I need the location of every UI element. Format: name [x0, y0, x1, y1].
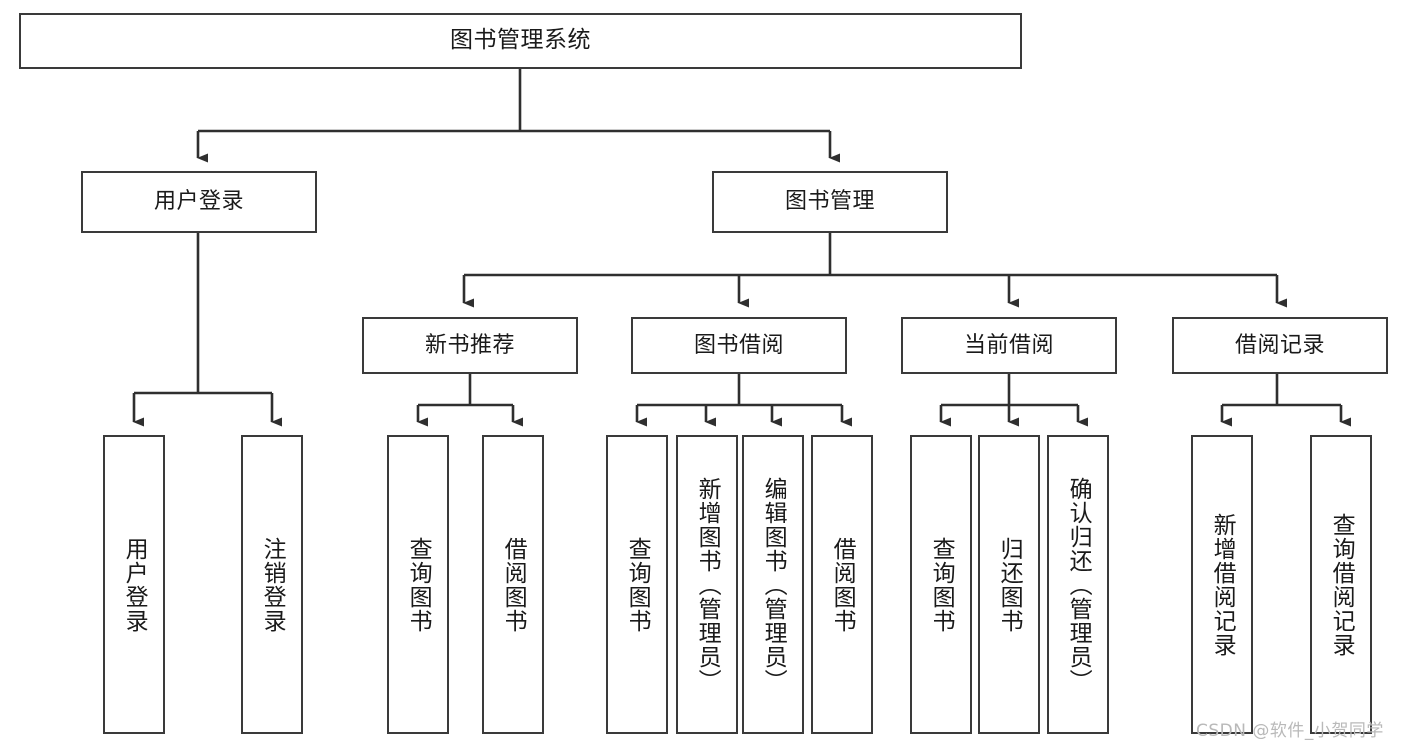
- node-borrow-record[interactable]: 借阅记录: [1172, 317, 1388, 374]
- node-label: 查询借阅记录: [1328, 512, 1355, 657]
- connector-group-new-book: [416, 374, 523, 427]
- node-root-system[interactable]: 图书管理系统: [19, 13, 1022, 69]
- node-label: 借阅图书: [500, 536, 527, 633]
- node-label: 查询图书: [405, 536, 432, 633]
- node-label: 新增图书（管理员）: [694, 476, 721, 693]
- connector-group-current-borrow: [939, 374, 1088, 427]
- node-label: 图书借阅: [693, 332, 784, 358]
- node-leaf-add-record[interactable]: 新增借阅记录: [1191, 435, 1253, 734]
- node-leaf-borrow-book-2[interactable]: 借阅图书: [811, 435, 873, 734]
- node-label: 当前借阅: [963, 332, 1054, 358]
- node-label: 编辑图书（管理员）: [760, 476, 787, 693]
- node-leaf-confirm-return[interactable]: 确认归还（管理员）: [1047, 435, 1109, 734]
- node-label: 图书管理: [784, 189, 875, 215]
- node-book-manage[interactable]: 图书管理: [712, 171, 948, 233]
- connector-group-book-manage: [462, 233, 1287, 308]
- node-label: 新书推荐: [424, 332, 515, 358]
- node-leaf-user-login[interactable]: 用户登录: [103, 435, 165, 734]
- node-current-borrow[interactable]: 当前借阅: [901, 317, 1117, 374]
- node-label: 借阅图书: [829, 536, 856, 633]
- node-label: 查询图书: [624, 536, 651, 633]
- node-label: 图书管理系统: [450, 27, 591, 54]
- connector-group-root: [196, 69, 840, 163]
- connector-group-user-login: [132, 233, 282, 427]
- node-label: 注销登录: [259, 536, 286, 633]
- node-leaf-query-book-3[interactable]: 查询图书: [910, 435, 972, 734]
- node-label: 用户登录: [153, 189, 244, 215]
- node-new-book-recommend[interactable]: 新书推荐: [362, 317, 578, 374]
- node-label: 用户登录: [121, 536, 148, 633]
- connector-group-book-borrow: [635, 374, 852, 427]
- csdn-watermark: CSDN @软件_小贺同学: [1196, 721, 1384, 741]
- node-leaf-query-book-1[interactable]: 查询图书: [387, 435, 449, 734]
- node-label: 新增借阅记录: [1209, 512, 1236, 657]
- node-leaf-return-book[interactable]: 归还图书: [978, 435, 1040, 734]
- node-leaf-query-record[interactable]: 查询借阅记录: [1310, 435, 1372, 734]
- node-label: 查询图书: [928, 536, 955, 633]
- node-leaf-add-book[interactable]: 新增图书（管理员）: [676, 435, 738, 734]
- node-book-borrow[interactable]: 图书借阅: [631, 317, 847, 374]
- node-leaf-edit-book[interactable]: 编辑图书（管理员）: [742, 435, 804, 734]
- node-label: 确认归还（管理员）: [1065, 476, 1092, 693]
- connector-group-borrow-record: [1220, 374, 1351, 427]
- node-user-login[interactable]: 用户登录: [81, 171, 317, 233]
- node-label: 借阅记录: [1234, 332, 1325, 358]
- node-leaf-query-book-2[interactable]: 查询图书: [606, 435, 668, 734]
- node-leaf-user-logout[interactable]: 注销登录: [241, 435, 303, 734]
- node-leaf-borrow-book-1[interactable]: 借阅图书: [482, 435, 544, 734]
- node-label: 归还图书: [996, 536, 1023, 633]
